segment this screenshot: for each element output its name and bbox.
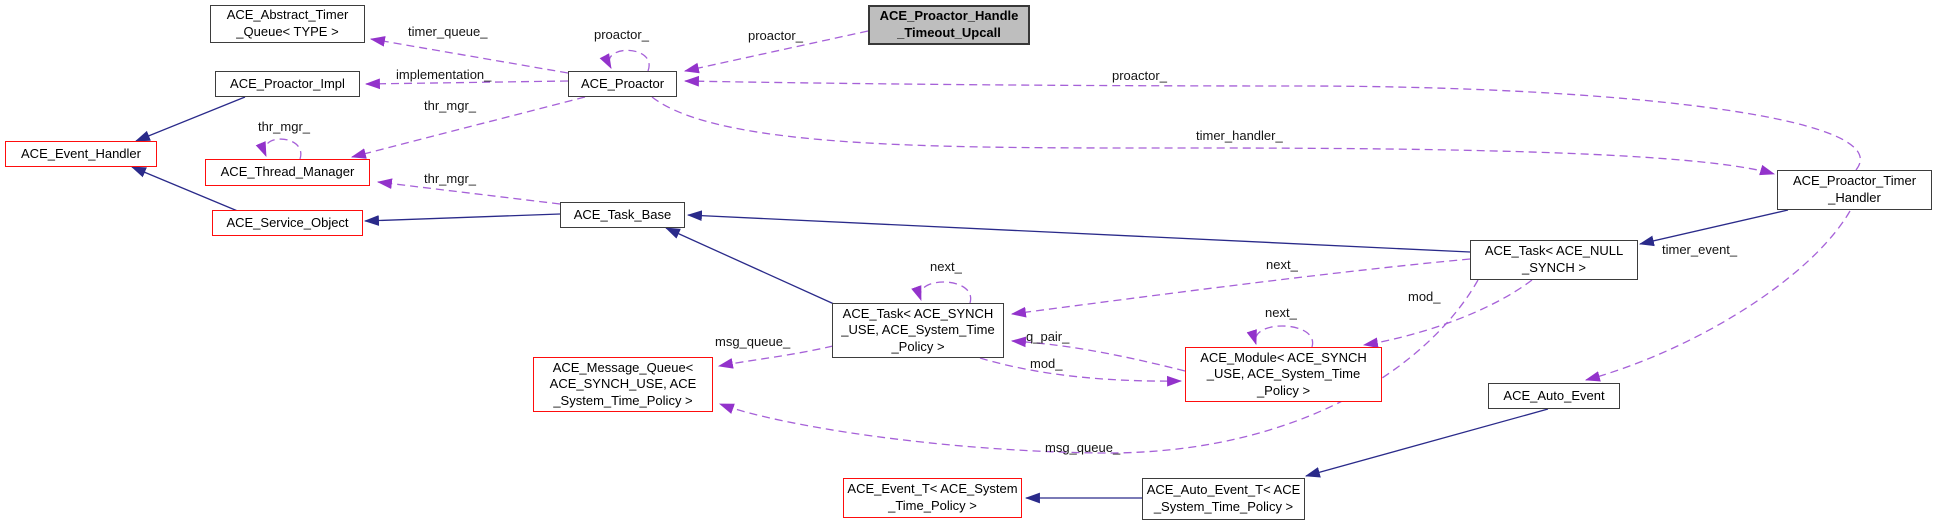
class-node-label: ACE_Abstract_Timer _Queue< TYPE >	[226, 7, 349, 39]
edge-usage-thr-mgr-self-loop	[255, 138, 302, 160]
edge-label-implementation: implementation_	[396, 67, 492, 82]
class-node-task-synch-use[interactable]: ACE_Task< ACE_SYNCH _USE, ACE_System_Tim…	[832, 303, 1004, 358]
class-node-label: ACE_Proactor_Impl	[230, 75, 345, 91]
edge-usage-proactor-from-upcall	[683, 30, 869, 74]
class-node-event-t[interactable]: ACE_Event_T< ACE_System _Time_Policy >	[843, 478, 1022, 518]
class-node-handle-timeout-upcall: ACE_Proactor_Handle _Timeout_Upcall	[868, 5, 1030, 45]
edge-inherit-proactor-impl-to-event-handler	[135, 96, 246, 142]
class-node-module[interactable]: ACE_Module< ACE_SYNCH _USE, ACE_System_T…	[1185, 347, 1382, 402]
edge-label-proactor-self: proactor_	[594, 27, 649, 42]
class-node-proactor[interactable]: ACE_Proactor	[568, 71, 677, 97]
edge-usage-timer-handler	[651, 96, 1776, 176]
class-node-label: ACE_Task< ACE_NULL _SYNCH >	[1484, 243, 1624, 275]
edge-usage-mod-from-task	[979, 357, 1183, 387]
class-node-auto-event-t[interactable]: ACE_Auto_Event_T< ACE _System_Time_Polic…	[1142, 478, 1305, 520]
edge-label-thr-mgr-from-proactor: thr_mgr_	[424, 98, 477, 113]
class-node-label: ACE_Proactor_Handle _Timeout_Upcall	[879, 8, 1019, 40]
edge-inherit-auto-event-to-auto-event-t	[1304, 408, 1549, 478]
edge-label-timer-handler: timer_handler_	[1196, 128, 1283, 143]
class-node-label: ACE_Event_T< ACE_System _Time_Policy >	[847, 481, 1018, 513]
edge-usage-next-module-self-loop	[1246, 325, 1314, 348]
edge-label-timer-queue: timer_queue_	[408, 24, 488, 39]
class-node-label: ACE_Message_Queue< ACE_SYNCH_USE, ACE _S…	[549, 359, 697, 408]
edge-label-proactor-from-upcall: proactor_	[748, 28, 803, 43]
class-node-task-null-synch[interactable]: ACE_Task< ACE_NULL _SYNCH >	[1470, 240, 1638, 280]
class-node-label: ACE_Event_Handler	[21, 145, 141, 161]
class-node-label: ACE_Thread_Manager	[220, 164, 355, 180]
class-node-label: ACE_Auto_Event	[1503, 387, 1605, 403]
edge-inherit-timer-handler-to-task-null-synch	[1638, 209, 1789, 247]
edge-label-msg-queue-from-task: msg_queue_	[715, 334, 791, 349]
edge-label-thr-mgr-self: thr_mgr_	[258, 119, 311, 134]
edge-usage-msg-queue-from-task	[717, 345, 834, 369]
class-node-task-base[interactable]: ACE_Task_Base	[560, 202, 685, 228]
class-node-thread-manager[interactable]: ACE_Thread_Manager	[205, 159, 370, 186]
edge-label-q-pair: q_pair_	[1026, 329, 1070, 344]
edge-label-thr-mgr-from-task-base: thr_mgr_	[424, 171, 477, 186]
class-node-label: ACE_Service_Object	[226, 214, 349, 230]
edge-usage-msg-queue-from-null-task	[718, 279, 1479, 454]
class-node-label: ACE_Task< ACE_SYNCH _USE, ACE_System_Tim…	[841, 305, 995, 354]
edge-inherit-service-object-to-event-handler	[131, 166, 241, 213]
edge-usage-q-pair	[1010, 336, 1186, 372]
edge-usage-proactor-from-timer-handler	[683, 75, 1861, 171]
class-node-auto-event[interactable]: ACE_Auto_Event	[1488, 383, 1620, 409]
edge-usage-implementation	[364, 78, 569, 90]
class-node-label: ACE_Proactor_Timer _Handler	[1792, 173, 1917, 205]
class-node-label: ACE_Auto_Event_T< ACE _System_Time_Polic…	[1146, 482, 1301, 514]
edge-label-mod-from-task: mod_	[1030, 356, 1063, 371]
class-node-proactor-timer-handler[interactable]: ACE_Proactor_Timer _Handler	[1777, 170, 1932, 210]
edge-usage-thr-mgr-from-proactor	[350, 96, 586, 159]
edge-usage-proactor-self-loop	[599, 49, 650, 72]
class-node-proactor-impl[interactable]: ACE_Proactor_Impl	[215, 71, 360, 97]
edge-label-msg-queue-from-null-task: msg_queue_	[1045, 440, 1121, 455]
class-node-event-handler[interactable]: ACE_Event_Handler	[5, 141, 157, 167]
edge-usage-mod-from-null-task	[1362, 279, 1533, 349]
edge-usage-timer-event	[1584, 210, 1851, 382]
edge-label-next-from-null-task: next_	[1266, 257, 1298, 272]
edge-label-next-module-self: next_	[1265, 305, 1297, 320]
edge-usage-timer-queue	[369, 36, 569, 74]
class-node-message-queue[interactable]: ACE_Message_Queue< ACE_SYNCH_USE, ACE _S…	[533, 357, 713, 412]
edge-usage-next-task-self-loop	[911, 281, 972, 304]
class-node-label: ACE_Proactor	[580, 75, 665, 91]
edge-label-next-task-self: next_	[930, 259, 962, 274]
edge-label-timer-event: timer_event_	[1662, 242, 1738, 257]
class-node-label: ACE_Module< ACE_SYNCH _USE, ACE_System_T…	[1200, 349, 1367, 398]
edge-usage-thr-mgr-from-task-base	[376, 178, 561, 205]
class-node-abstract-timer-queue[interactable]: ACE_Abstract_Timer _Queue< TYPE >	[210, 5, 365, 43]
edge-inherit-task-synch-use-to-task-base	[665, 227, 835, 305]
edge-usage-next-from-null-task	[1010, 258, 1471, 318]
edge-inherit-task-base-to-service-object	[363, 213, 561, 226]
class-node-service-object[interactable]: ACE_Service_Object	[212, 210, 363, 236]
class-node-label: ACE_Task_Base	[573, 206, 672, 222]
edge-label-mod-from-null-task: mod_	[1408, 289, 1441, 304]
edge-inherit-task-null-synch-to-task-base	[686, 210, 1471, 253]
edge-label-proactor-from-timer-handler: proactor_	[1112, 68, 1167, 83]
